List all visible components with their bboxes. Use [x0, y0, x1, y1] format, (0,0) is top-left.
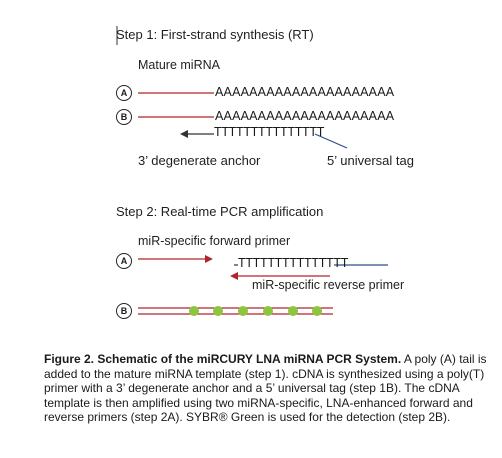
step1b-polya-sequence: AAAAAAAAAAAAAAAAAAAAA	[215, 109, 395, 123]
sybr-dot	[263, 306, 273, 316]
sybr-dot	[213, 306, 223, 316]
forward-primer-label: miR-specific forward primer	[138, 234, 291, 248]
figure-caption: Figure 2. Schematic of the miRCURY LNA m…	[44, 352, 490, 425]
step2a-reverse-arrowhead	[230, 272, 238, 280]
step1b-anchor-arrowhead	[180, 130, 188, 138]
step2a-polyt-sequence: TTTTTTTTTTTTTTT	[238, 256, 349, 270]
reverse-primer-label: miR-specific reverse primer	[252, 278, 405, 292]
diagram-lines	[116, 26, 388, 316]
mature-mirna-label: Mature miRNA	[138, 58, 220, 72]
step1b-polyt-sequence: TTTTTTTTTTTTTTT	[214, 125, 325, 139]
step1-marker-a: A	[116, 85, 132, 101]
step2-marker-b: B	[116, 303, 132, 319]
caption-body: A poly (A) tail is added to the mature m…	[44, 352, 487, 425]
step2-marker-a: A	[116, 253, 132, 269]
step1a-polya-sequence: AAAAAAAAAAAAAAAAAAAAA	[215, 85, 395, 99]
step1b-tag-line	[314, 133, 348, 149]
caption-title: Figure 2. Schematic of the miRCURY LNA m…	[44, 352, 402, 366]
step1-heading: Step 1: First-strand synthesis (RT)	[116, 27, 314, 42]
anchor-label: 3’ degenerate anchor	[138, 153, 261, 168]
sybr-dot	[189, 306, 199, 316]
sybr-dot	[312, 306, 322, 316]
pcr-schematic-diagram: Step 1: First-strand synthesis (RT) Matu…	[116, 26, 414, 319]
step2-heading: Step 2: Real-time PCR amplification	[116, 204, 324, 219]
sybr-dot	[238, 306, 248, 316]
step1-marker-b: B	[116, 109, 132, 125]
universal-tag-label: 5’ universal tag	[327, 153, 414, 168]
step2a-forward-arrowhead	[205, 255, 213, 263]
sybr-green-dots	[189, 306, 322, 316]
sybr-dot	[288, 306, 298, 316]
